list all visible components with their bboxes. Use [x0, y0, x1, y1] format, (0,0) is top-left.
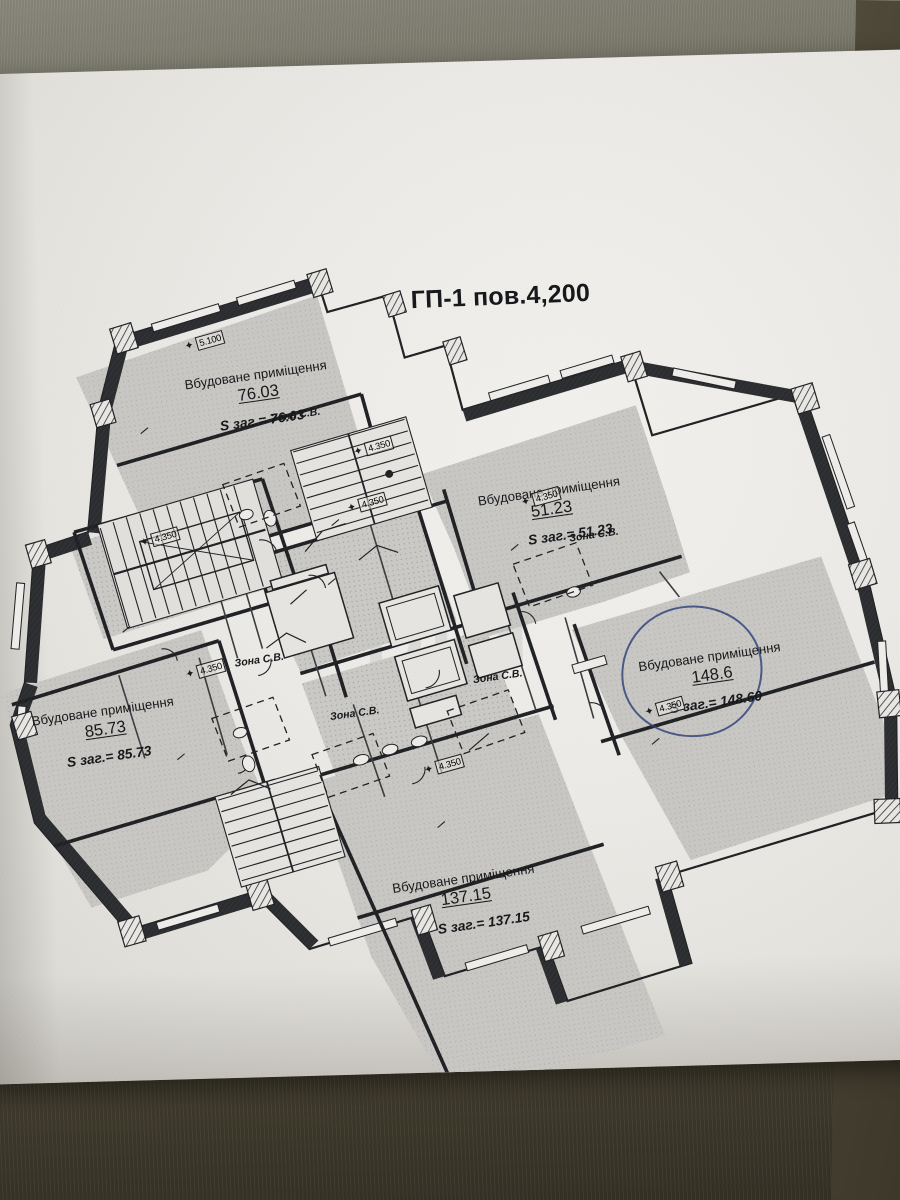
level-star-icon-6: ✦: [184, 667, 197, 682]
paper-shadow-bottom: [0, 938, 900, 1085]
level-marker-4: ✦ 4.350: [346, 489, 389, 515]
room-label-137: Вбудоване приміщення 137.15 S заг.= 137.…: [391, 861, 542, 943]
level-value-8: 4.350: [434, 753, 466, 775]
level-value-3: 4.350: [363, 435, 395, 457]
floor-plan-drawing: [0, 51, 900, 1200]
level-marker-8: ✦ 4.350: [423, 751, 466, 777]
level-value-1: 5.100: [194, 329, 226, 351]
watermark-sub: realty: [393, 682, 506, 716]
zone-label-5: Зона С.В.: [472, 667, 524, 687]
zone-label-4: Зона С.В.: [329, 704, 381, 724]
room-label-85: Вбудоване приміщення 85.73 S заг.= 85.73: [31, 694, 181, 775]
level-marker-3: ✦ 4.350: [352, 432, 395, 459]
plan-title: ГП-1 пов.4,200: [410, 278, 591, 315]
level-value-2: 4.350: [149, 526, 182, 548]
level-star-icon-1: ✦: [183, 339, 196, 354]
level-value-6: 4.350: [195, 657, 227, 680]
zone-label-3: Зона С.В.: [233, 650, 285, 670]
room-label-76: Вбудоване приміщення 76.03 S заг.= 76.03: [184, 357, 334, 438]
level-marker-1: ✦ 5.100: [183, 327, 226, 353]
room-area-137: S заг.= 137.15: [436, 909, 531, 938]
level-marker-6: ✦ 4.350: [184, 655, 227, 681]
level-star-icon-3: ✦: [352, 444, 365, 459]
level-marker-2: ✦ 4.350: [139, 523, 182, 549]
level-star-icon-2: ✦: [138, 535, 151, 550]
level-star-icon-4: ✦: [345, 500, 358, 515]
level-star-icon-8: ✦: [422, 762, 436, 777]
level-value-4: 4.350: [357, 491, 389, 513]
paper-sheet: DIM realty: [0, 49, 900, 1085]
paper-shadow-left: [0, 72, 74, 1085]
